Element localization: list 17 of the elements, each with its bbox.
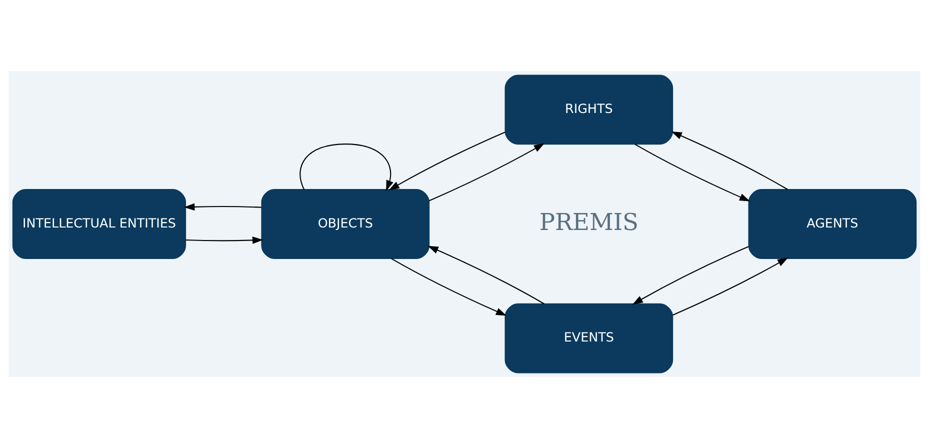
node-box: INTELLECTUAL ENTITIES bbox=[12, 189, 186, 259]
arrow bbox=[634, 144, 750, 202]
arrow bbox=[428, 143, 545, 202]
arrow bbox=[672, 258, 788, 316]
arrow bbox=[186, 236, 264, 244]
arrow bbox=[388, 132, 506, 190]
node-box: EVENTS bbox=[504, 303, 674, 374]
node-box: AGENTS bbox=[748, 189, 917, 259]
arrow bbox=[671, 132, 788, 190]
arrow bbox=[428, 246, 544, 304]
arrow bbox=[184, 203, 262, 211]
arrow bbox=[632, 246, 749, 305]
arrow bbox=[300, 144, 394, 191]
label: PREMIS bbox=[539, 208, 639, 236]
arrow bbox=[391, 258, 507, 316]
node-box: OBJECTS bbox=[261, 189, 430, 259]
node-box: RIGHTS bbox=[504, 74, 674, 145]
